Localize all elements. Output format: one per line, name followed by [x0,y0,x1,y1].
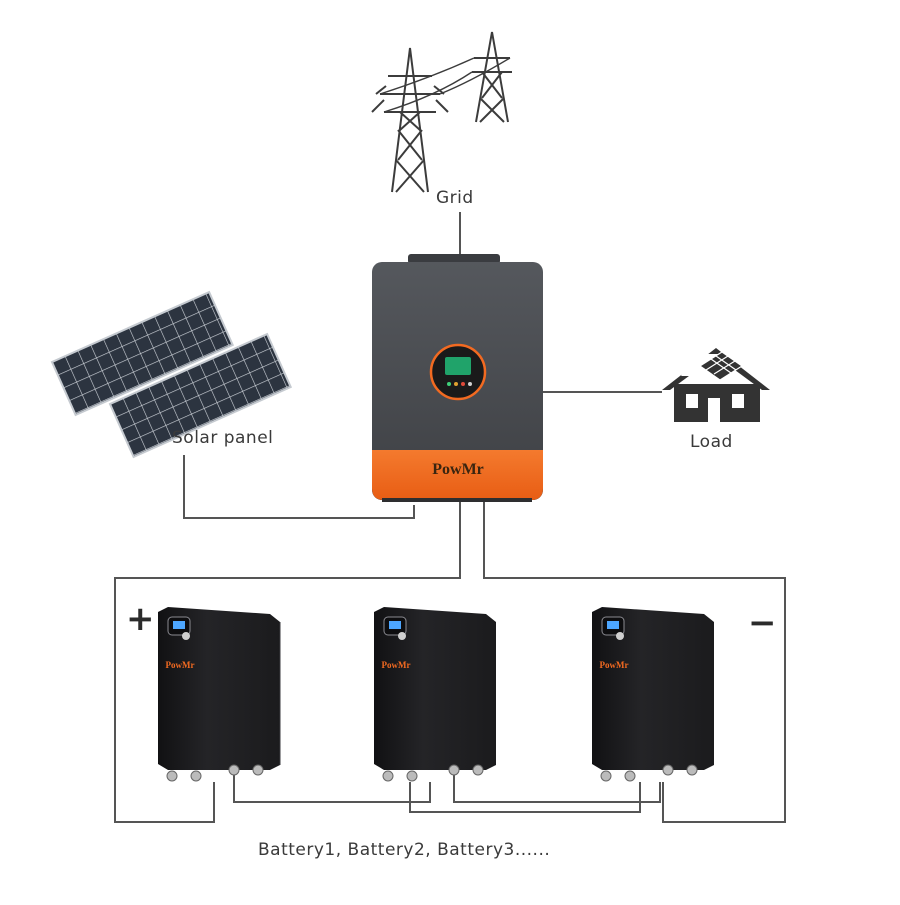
battery-3-icon: PowMr [592,607,714,782]
battery-positive-main-wire [114,500,461,823]
transmission-tower-icon [371,31,512,193]
solar-panel-icon [50,290,293,459]
inverter-icon [372,254,543,502]
house-icon [662,348,770,422]
grid-label: Grid [436,188,474,208]
svg-text:PowMr: PowMr [166,660,195,670]
inverter-brand-label: PowMr [432,461,484,478]
roof-solar-icon [698,351,744,381]
wiring [114,212,786,823]
svg-text:PowMr: PowMr [600,660,629,670]
battery-link-wire-1 [233,775,431,803]
negative-terminal-sign: − [748,603,777,643]
battery-link-wire-3 [453,775,661,803]
positive-terminal-sign: + [126,599,155,639]
battery-negative-main-wire [483,500,786,823]
svg-text:PowMr: PowMr [382,660,411,670]
batteries-label: Battery1, Battery2, Battery3...... [258,840,551,860]
solar-panel-label: Solar panel [172,428,274,448]
battery-link-wire-2 [409,782,641,813]
load-label: Load [690,432,733,452]
battery-1-icon: PowMr [158,607,281,782]
battery-2-icon: PowMr [374,607,496,782]
solar-wire [183,455,415,519]
